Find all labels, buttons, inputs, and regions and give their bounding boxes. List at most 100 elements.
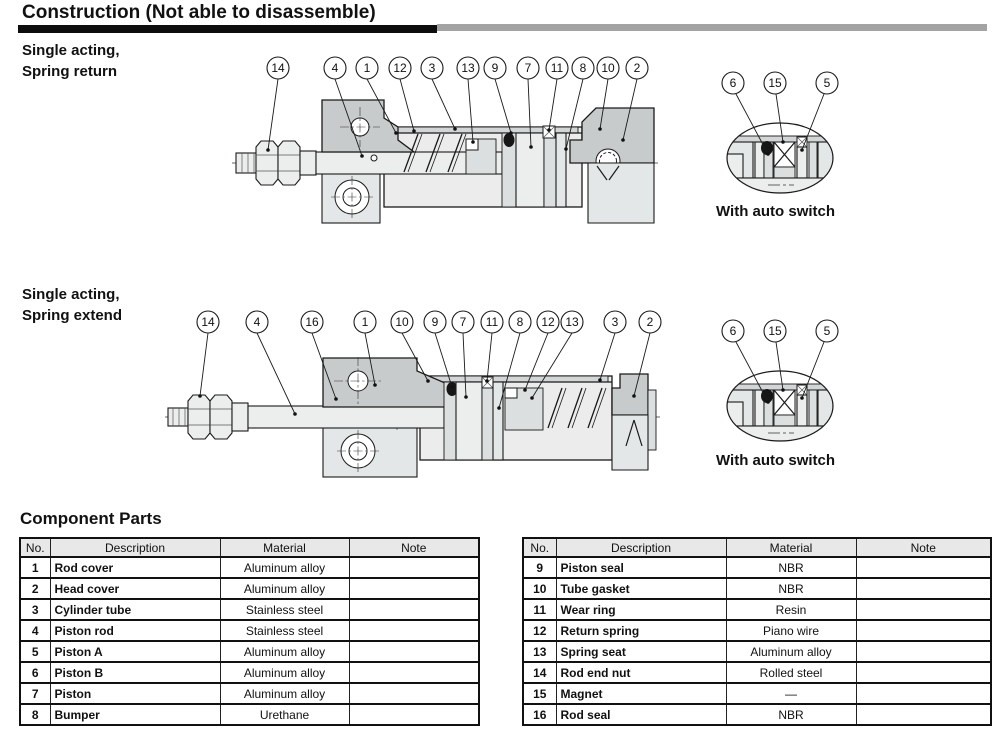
detail-section [727,371,833,441]
detail-auto-switch-1: 6 15 5 [721,71,839,194]
callout-1: 1 [355,56,379,80]
callout-13: 13 [456,56,480,80]
leader-lines [735,341,825,404]
cell-material: Urethane [219,703,350,726]
return-spring [547,387,607,429]
svg-text:9: 9 [432,315,439,329]
svg-text:8: 8 [580,61,587,75]
cell-material: — [725,682,857,705]
cell-material: Aluminum alloy [219,556,350,579]
header-description: Description [49,537,221,558]
cell-note [348,661,480,684]
cell-no: 4 [19,619,51,642]
callout-8: 8 [571,56,595,80]
cell-note [855,556,992,579]
cell-note [855,577,992,600]
svg-text:2: 2 [634,61,641,75]
cell-description: Cylinder tube [49,598,221,621]
callout-6: 6 [721,319,745,343]
cell-note [855,682,992,705]
leader-lines [735,93,825,156]
section-label-line2: Spring extend [22,307,123,324]
callout-7: 7 [516,56,540,80]
svg-text:2: 2 [647,315,654,329]
cell-description: Piston [49,682,221,705]
callout-11: 11 [545,56,569,80]
cell-note [855,619,992,642]
detail-auto-switch-2: 6 15 5 [721,319,839,442]
callout-9: 9 [423,310,447,334]
return-spring [403,133,467,173]
callout-1: 1 [353,310,377,334]
svg-text:15: 15 [768,324,782,338]
callout-14: 14 [196,310,220,334]
svg-text:12: 12 [541,315,555,329]
piston-assembly [501,125,567,208]
auto-switch-caption-2: With auto switch [716,452,836,469]
cell-no: 3 [19,598,51,621]
cell-description: Piston seal [555,556,727,579]
callout-14: 14 [266,56,290,80]
svg-text:11: 11 [551,61,564,75]
piston-seal [761,141,773,155]
cell-description: Rod cover [49,556,221,579]
callout-12: 12 [536,310,560,334]
cell-description: Bumper [49,703,221,726]
callout-3: 3 [603,310,627,334]
header-note: Note [855,537,992,558]
diagram-spring-return: 14 4 1 12 3 13 9 7 11 8 10 2 [232,56,658,224]
svg-text:3: 3 [429,61,436,75]
breather-hole [370,154,378,162]
cell-description: Rod seal [555,703,727,726]
rod-end-nut [235,140,317,186]
svg-text:16: 16 [305,315,319,329]
section-label-spring-return: Single acting, Spring return [22,40,120,82]
cell-material: Stainless steel [219,619,350,642]
bumper [555,132,567,208]
spring-seat [465,138,497,175]
callout-16: 16 [300,310,324,334]
svg-text:5: 5 [824,76,831,90]
callout-4: 4 [323,56,347,80]
cell-material: NBR [725,577,857,600]
cell-description: Tube gasket [555,577,727,600]
page-title: Construction (Not able to disassemble) [22,2,376,23]
cell-no: 2 [19,577,51,600]
piston-rod [247,405,445,429]
cell-description: Piston B [49,661,221,684]
svg-text:13: 13 [565,315,579,329]
cell-material: NBR [725,556,857,579]
svg-text:10: 10 [601,61,615,75]
auto-switch-caption-1: With auto switch [716,203,836,220]
cell-note [348,640,480,663]
svg-text:14: 14 [271,61,285,75]
cell-description: Spring seat [555,640,727,663]
cell-no: 15 [522,682,557,705]
callout-3: 3 [420,56,444,80]
cell-description: Piston rod [49,619,221,642]
cell-note [348,619,480,642]
rod-end-nut [167,394,249,440]
cell-material: Aluminum alloy [219,640,350,663]
callout-10: 10 [390,310,414,334]
section-label-line1: Single acting, [22,42,120,59]
piston-assembly [443,376,504,461]
head-cover [611,373,657,471]
svg-text:15: 15 [768,76,782,90]
leader-lines [198,332,651,416]
svg-text:5: 5 [824,324,831,338]
section-label-line2: Spring return [22,63,118,80]
callout-8: 8 [508,310,532,334]
svg-text:7: 7 [460,315,467,329]
